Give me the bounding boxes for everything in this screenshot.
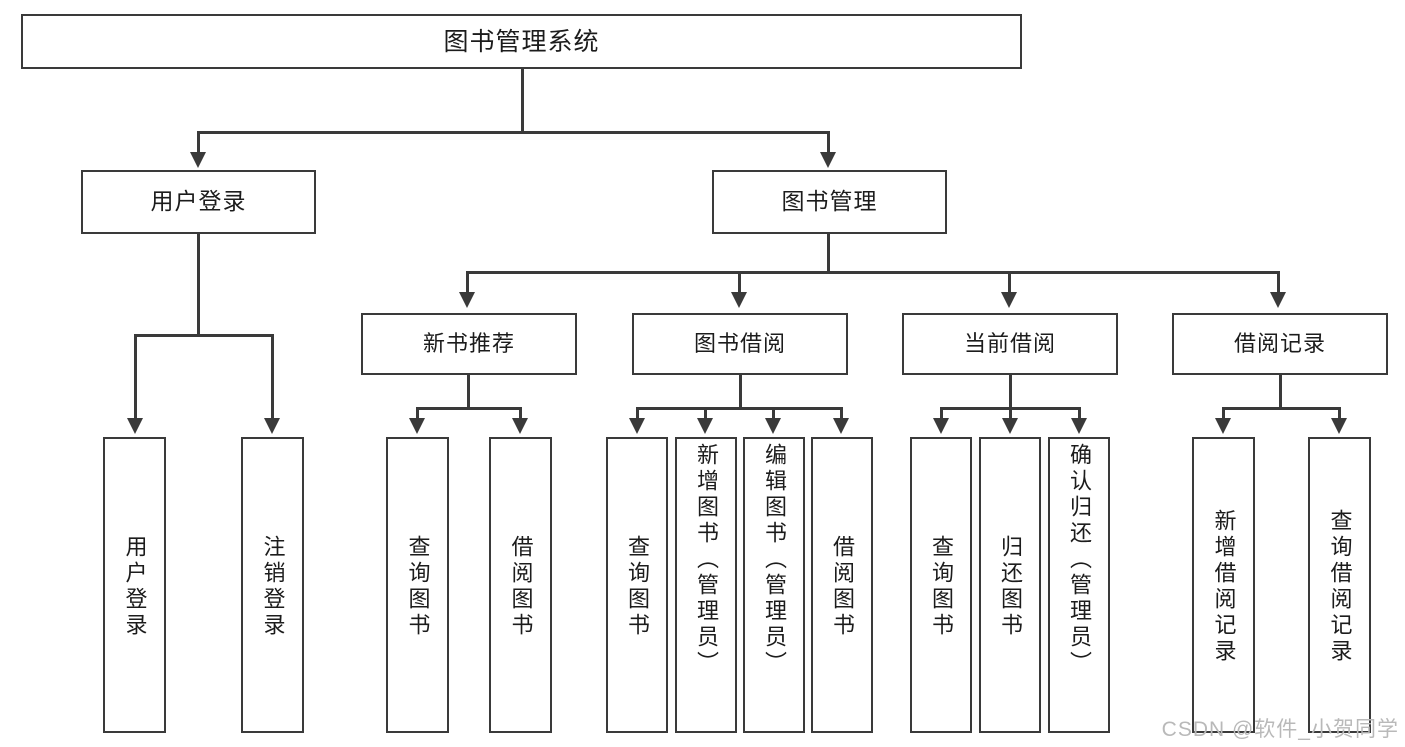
leaf-borrow-book-recommend[interactable]: 借阅图书 xyxy=(489,437,552,733)
connector-book-borrow-leaf1 xyxy=(636,407,639,419)
arrowhead-book-borrow xyxy=(731,292,747,308)
connector-book-borrow-leaf4 xyxy=(840,407,843,419)
node-label: 图书管理 xyxy=(781,188,878,215)
connector-user-login-leaf1 xyxy=(134,334,137,419)
arrowhead-leaf-edit-book xyxy=(765,418,781,434)
arrowhead-leaf-confirm-return xyxy=(1071,418,1087,434)
connector-book-borrow-leaf3 xyxy=(772,407,775,419)
node-label: 图书借阅 xyxy=(693,330,786,356)
node-user-login[interactable]: 用户登录 xyxy=(81,170,316,234)
leaf-query-book-recommend[interactable]: 查询图书 xyxy=(386,437,449,733)
connector-drop-book-borrow xyxy=(738,271,741,295)
arrowhead-leaf-logout xyxy=(264,418,280,434)
leaf-label: 确认归还（管理员） xyxy=(1067,443,1092,677)
leaf-label: 查询图书 xyxy=(625,535,650,639)
node-new-book-recommend[interactable]: 新书推荐 xyxy=(361,313,577,375)
connector-borrow-record-stem xyxy=(1279,375,1282,409)
leaf-label: 查询借阅记录 xyxy=(1327,509,1353,665)
connector-root-stem xyxy=(521,69,524,133)
node-current-borrow[interactable]: 当前借阅 xyxy=(902,313,1118,375)
arrowhead-user-login xyxy=(190,152,206,168)
arrowhead-current-borrow xyxy=(1001,292,1017,308)
node-label: 用户登录 xyxy=(150,188,247,215)
connector-drop-borrow-record xyxy=(1277,271,1280,295)
connector-current-borrow-leaf3 xyxy=(1078,407,1081,419)
leaf-label: 借阅图书 xyxy=(508,535,534,639)
leaf-label: 用户登录 xyxy=(122,535,148,639)
connector-borrow-record-leaf1 xyxy=(1222,407,1225,419)
node-borrow-record[interactable]: 借阅记录 xyxy=(1172,313,1388,375)
leaf-logout[interactable]: 注销登录 xyxy=(241,437,304,733)
connector-level1-bus xyxy=(197,131,829,134)
leaf-edit-book-admin[interactable]: 编辑图书（管理员） xyxy=(743,437,805,733)
connector-new-book-stem xyxy=(467,375,470,409)
arrowhead-leaf-query-book-3 xyxy=(933,418,949,434)
leaf-query-book-current[interactable]: 查询图书 xyxy=(910,437,972,733)
leaf-user-login[interactable]: 用户登录 xyxy=(103,437,166,733)
leaf-add-borrow-record[interactable]: 新增借阅记录 xyxy=(1192,437,1255,733)
connector-drop-book-manage xyxy=(827,131,830,155)
arrowhead-book-manage xyxy=(820,152,836,168)
node-label: 图书管理系统 xyxy=(443,27,600,56)
leaf-label: 新增图书（管理员） xyxy=(694,443,719,677)
leaf-label: 新增借阅记录 xyxy=(1211,509,1237,665)
arrowhead-leaf-borrow-book-2 xyxy=(833,418,849,434)
arrowhead-borrow-record xyxy=(1270,292,1286,308)
arrowhead-leaf-query-record xyxy=(1331,418,1347,434)
leaf-label: 编辑图书（管理员） xyxy=(762,443,787,677)
leaf-label: 查询图书 xyxy=(929,535,954,639)
leaf-label: 注销登录 xyxy=(260,535,286,639)
connector-drop-user-login xyxy=(197,131,200,155)
node-book-manage[interactable]: 图书管理 xyxy=(712,170,947,234)
connector-new-book-bus xyxy=(416,407,522,410)
leaf-confirm-return-admin[interactable]: 确认归还（管理员） xyxy=(1048,437,1110,733)
connector-book-manage-stem xyxy=(827,234,830,273)
arrowhead-leaf-add-book xyxy=(697,418,713,434)
connector-book-borrow-bus xyxy=(636,407,843,410)
arrowhead-leaf-user-login xyxy=(127,418,143,434)
connector-current-borrow-leaf1 xyxy=(940,407,943,419)
connector-user-login-stem xyxy=(197,234,200,336)
connector-user-login-bus xyxy=(134,334,274,337)
arrowhead-leaf-add-record xyxy=(1215,418,1231,434)
arrowhead-leaf-query-book-2 xyxy=(629,418,645,434)
node-label: 当前借阅 xyxy=(963,330,1056,356)
leaf-query-book-borrow[interactable]: 查询图书 xyxy=(606,437,668,733)
node-label: 新书推荐 xyxy=(422,330,515,356)
connector-book-borrow-leaf2 xyxy=(704,407,707,419)
connector-borrow-record-leaf2 xyxy=(1338,407,1341,419)
connector-current-borrow-stem xyxy=(1009,375,1012,409)
arrowhead-leaf-query-book-1 xyxy=(409,418,425,434)
leaf-label: 归还图书 xyxy=(998,535,1023,639)
leaf-query-borrow-record[interactable]: 查询借阅记录 xyxy=(1308,437,1371,733)
leaf-borrow-book[interactable]: 借阅图书 xyxy=(811,437,873,733)
leaf-label: 查询图书 xyxy=(405,535,431,639)
node-book-borrow[interactable]: 图书借阅 xyxy=(632,313,848,375)
connector-drop-current-borrow xyxy=(1008,271,1011,295)
arrowhead-leaf-borrow-book-1 xyxy=(512,418,528,434)
node-root-system[interactable]: 图书管理系统 xyxy=(21,14,1022,69)
connector-drop-new-book xyxy=(466,271,469,295)
connector-new-book-leaf1 xyxy=(416,407,419,419)
arrowhead-new-book xyxy=(459,292,475,308)
leaf-add-book-admin[interactable]: 新增图书（管理员） xyxy=(675,437,737,733)
leaf-return-book[interactable]: 归还图书 xyxy=(979,437,1041,733)
connector-user-login-leaf2 xyxy=(271,334,274,419)
connector-book-borrow-stem xyxy=(739,375,742,409)
connector-current-borrow-leaf2 xyxy=(1009,407,1012,419)
connector-borrow-record-bus xyxy=(1222,407,1341,410)
connector-level2-bus xyxy=(466,271,1280,274)
arrowhead-leaf-return-book xyxy=(1002,418,1018,434)
leaf-label: 借阅图书 xyxy=(830,535,855,639)
connector-new-book-leaf2 xyxy=(519,407,522,419)
node-label: 借阅记录 xyxy=(1233,330,1326,356)
